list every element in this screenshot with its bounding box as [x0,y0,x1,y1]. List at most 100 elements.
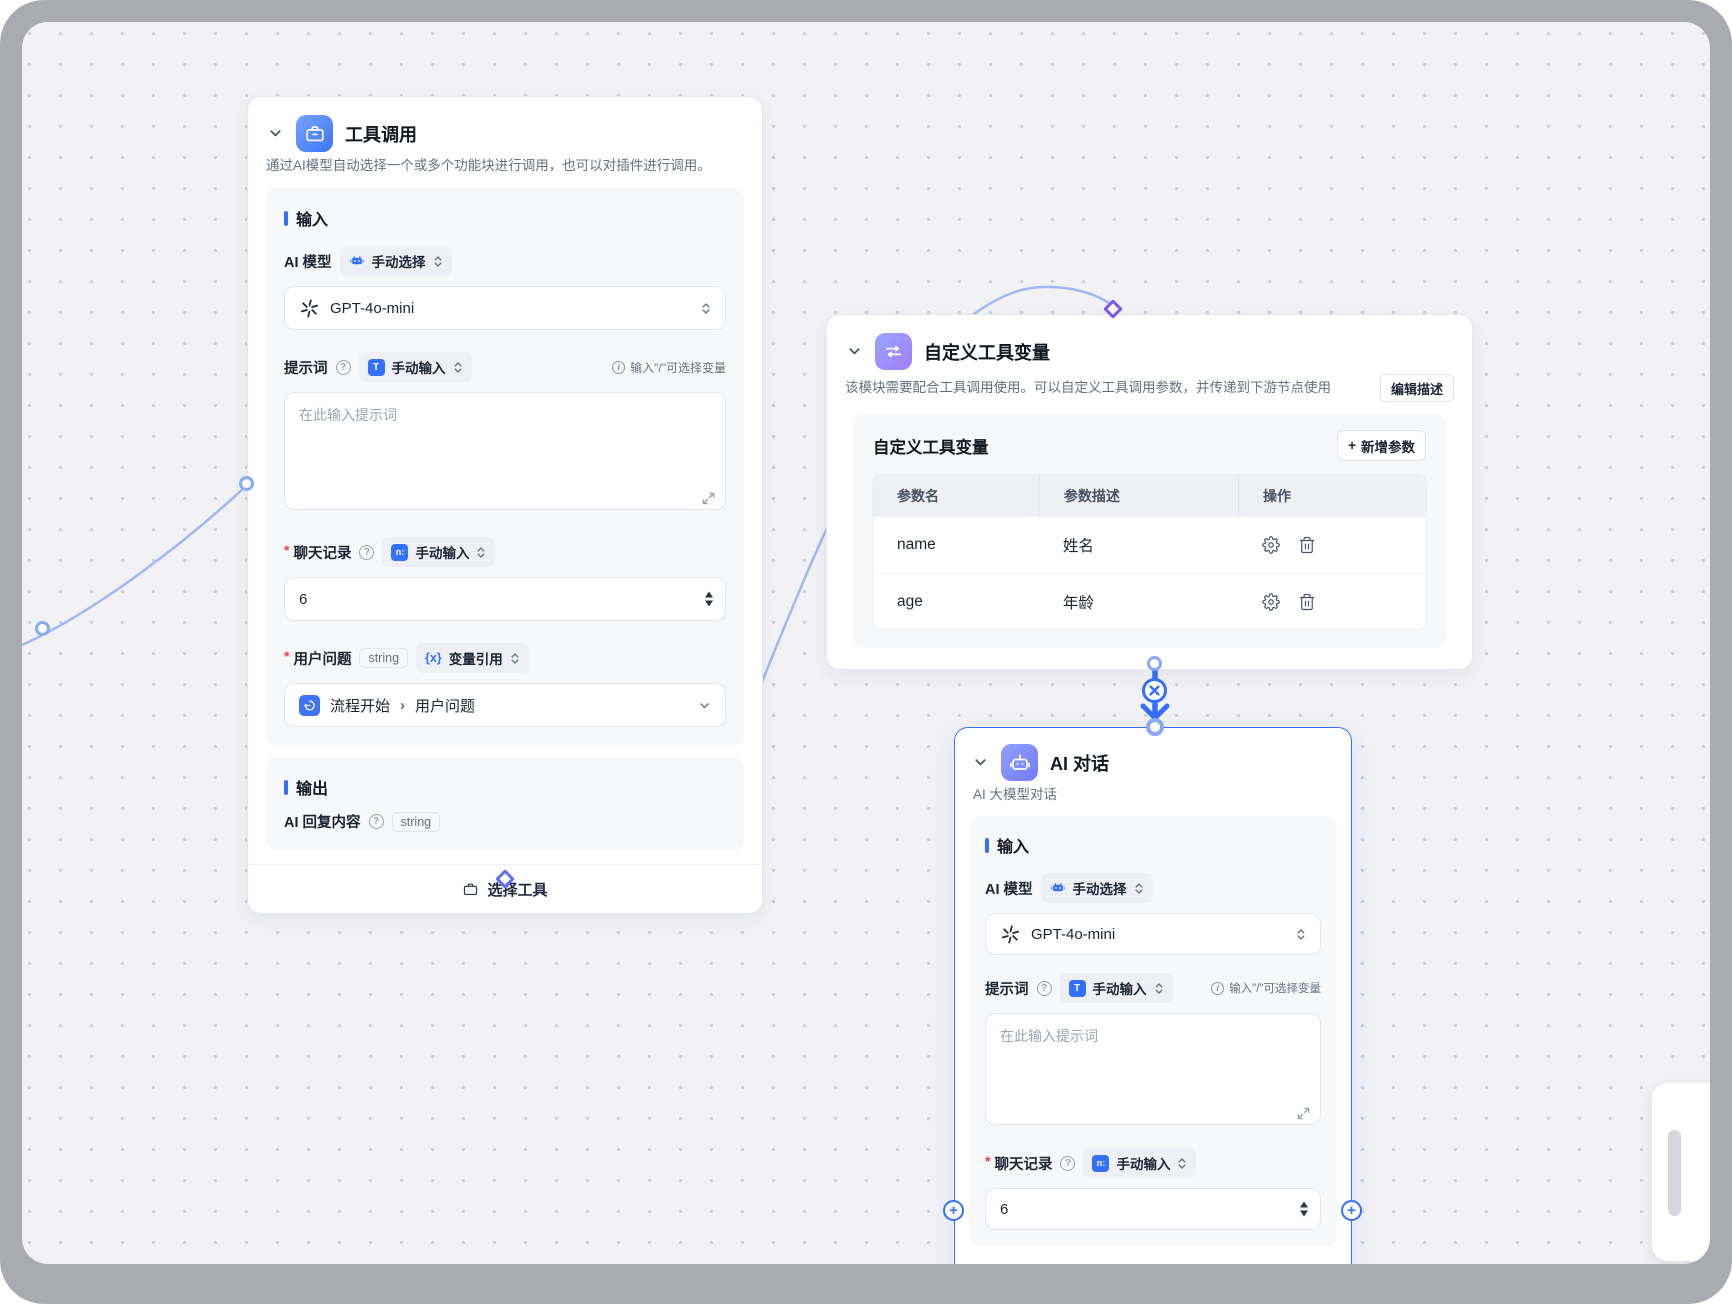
slash-hint: i 输入"/"可选择变量 [612,359,726,376]
text-type-icon: T [1068,979,1086,997]
manual-select-label: 手动选择 [1072,882,1127,897]
trash-icon[interactable] [1298,536,1316,554]
manual-input-chip[interactable]: n: 手动输入 [382,537,496,567]
side-panel-handle[interactable] [1652,1083,1710,1261]
manual-input-chip[interactable]: n: 手动输入 [1083,1148,1197,1178]
model-select[interactable]: GPT-4o-mini [284,286,726,330]
custom-var-panel: 自定义工具变量 + 新增参数 参数名 参数描述 操作 name 姓名 [853,414,1446,647]
prompt-row: 提示词 ? T 手动输入 i 输入"/"可选择变量 [985,973,1321,1003]
flow-start-icon [299,694,320,716]
chat-history-input[interactable] [985,1188,1321,1230]
stepper-up-icon[interactable] [1300,1201,1308,1208]
gear-icon[interactable] [1262,536,1280,554]
prompt-label: 提示词 [284,360,328,377]
port-customvar-bottom[interactable] [1147,656,1162,671]
manual-input-chip[interactable]: T 手动输入 [358,352,472,382]
help-icon[interactable]: ? [335,359,351,375]
variable-ref-chip[interactable]: {x} 变量引用 [416,643,529,673]
manual-input-label: 手动输入 [1116,1157,1171,1172]
manual-select-chip[interactable]: 手动选择 [339,246,452,276]
user-question-select[interactable]: 流程开始 › 用户问题 [284,683,726,727]
add-node-left-button[interactable]: + [943,1200,964,1221]
input-section-header: 输入 [284,206,726,230]
chevron-down-icon[interactable] [266,125,284,143]
section-title: 输入 [296,212,329,229]
col-actions: 操作 [1237,475,1426,517]
ai-reply-row: AI 回复内容 ? string [284,811,726,832]
port-toolcall-left[interactable] [239,476,254,491]
ai-model-label: AI 模型 [284,254,332,271]
manual-select-chip[interactable]: 手动选择 [1040,873,1153,903]
help-icon[interactable]: ? [368,814,384,829]
help-icon[interactable]: ? [1036,980,1052,996]
expand-icon[interactable] [702,492,715,505]
chevron-down-icon[interactable] [971,754,989,772]
manual-select-label: 手动选择 [371,255,426,270]
manual-input-chip[interactable]: T 手动输入 [1059,973,1173,1003]
canvas-world: 工具调用 通过AI模型自动选择一个或多个功能块进行调用，也可以对插件进行调用。 … [22,22,1710,1264]
chevron-down-icon[interactable] [845,343,863,361]
section-bar [284,210,288,226]
briefcase-icon [464,883,478,895]
manual-input-label: 手动输入 [391,361,446,376]
workflow-canvas[interactable]: 工具调用 通过AI模型自动选择一个或多个功能块进行调用，也可以对插件进行调用。 … [22,22,1710,1264]
ref-field: 用户问题 [415,697,476,715]
chat-history-label: 聊天记录 [293,545,352,562]
stepper-up-icon[interactable] [705,591,713,598]
type-tag: string [359,648,409,668]
node-ai-chat: AI 对话 AI 大模型对话 输入 AI 模型 手动选择 GPT-4o-mini [954,727,1352,1264]
sort-icon [1297,928,1305,940]
prompt-label: 提示词 [985,981,1029,998]
chat-history-input[interactable] [284,577,726,621]
stepper-down-icon[interactable] [705,600,713,607]
number-stepper[interactable] [705,591,713,607]
input-panel: 输入 AI 模型 手动选择 GPT-4o-mini 提示词 ? [266,188,744,745]
openai-icon [1001,925,1020,943]
user-question-label: 用户问题 [293,651,352,668]
sort-icon [434,255,442,267]
col-param-name: 参数名 [897,488,939,504]
disconnect-icon[interactable] [1142,678,1167,703]
port-aichat-top[interactable] [1146,718,1164,736]
param-table-header: 参数名 参数描述 操作 [873,475,1426,517]
help-icon[interactable]: ? [359,544,375,560]
ai-model-label: AI 模型 [985,881,1033,898]
panel-title: 自定义工具变量 [873,438,989,457]
edit-description-button[interactable]: 编辑描述 [1379,374,1454,402]
gear-icon[interactable] [1262,592,1280,611]
node-tool-call: 工具调用 通过AI模型自动选择一个或多个功能块进行调用，也可以对插件进行调用。 … [247,96,763,914]
model-select[interactable]: GPT-4o-mini [985,913,1321,955]
output-panel: 输出 AI 回复内容 ? string [266,757,744,850]
number-stepper[interactable] [1300,1201,1308,1217]
model-value: GPT-4o-mini [1031,925,1116,943]
chat-history-row: * 聊天记录 ? n: 手动输入 [985,1148,1321,1178]
text-type-icon: T [367,358,385,376]
wire-left-to-toolcall [22,485,247,647]
input-section-header: 输入 [985,833,1321,857]
add-param-button[interactable]: + 新增参数 [1337,430,1426,461]
user-question-row: * 用户问题 string {x} 变量引用 [284,643,726,673]
section-title: 输出 [296,781,329,798]
trash-icon[interactable] [1298,593,1316,611]
param-desc: 姓名 [1062,538,1094,555]
robot-icon [1001,744,1038,781]
ai-reply-label: AI 回复内容 [284,815,361,831]
param-name: age [897,592,923,610]
sort-icon [454,361,461,373]
help-icon[interactable]: ? [1060,1155,1076,1171]
expand-icon[interactable] [1297,1107,1310,1120]
slash-hint-text: 输入"/"可选择变量 [1229,983,1321,995]
prompt-textarea[interactable] [985,1013,1321,1125]
node-description: 该模块需要配合工具调用使用。可以自定义工具调用参数，并传递到下游节点使用 [845,380,1331,395]
stepper-down-icon[interactable] [1300,1210,1308,1217]
robot-icon [349,255,364,265]
tool-call-header: 工具调用 [248,97,762,152]
col-param-desc: 参数描述 [1038,475,1238,517]
prompt-textarea[interactable] [284,392,726,510]
number-type-icon: n: [1092,1154,1110,1172]
chevron-down-icon [700,702,709,708]
type-tag: string [391,811,441,832]
add-node-right-button[interactable]: + [1341,1200,1362,1221]
sort-icon [1178,1157,1186,1169]
port-dangling[interactable] [35,621,50,636]
